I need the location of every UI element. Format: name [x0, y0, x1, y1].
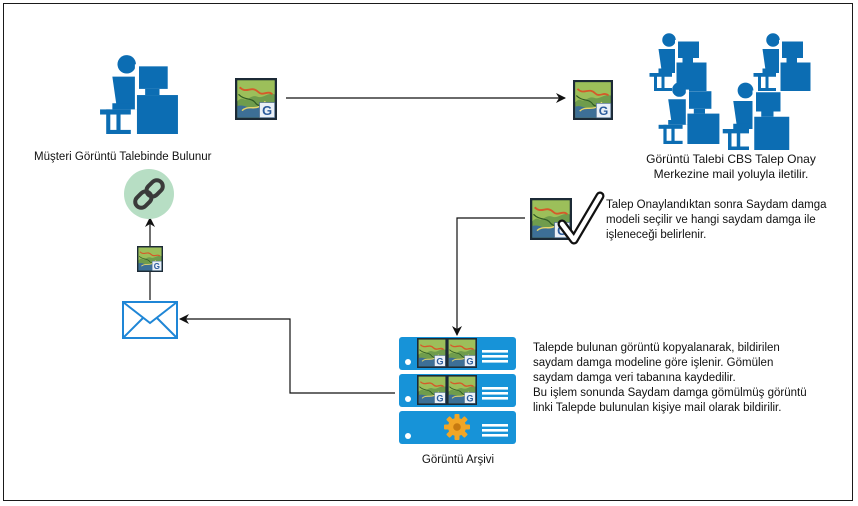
map-document-icon	[233, 78, 279, 120]
flow-arrows	[145, 93, 566, 394]
team-at-desks-icon	[649, 33, 811, 150]
map-document-icon	[571, 80, 615, 120]
processing-label: Talepde bulunan görüntü kopyalanarak, bi…	[533, 342, 807, 414]
watermark-selection-label: Talep Onaylandıktan sonra Saydam damga m…	[606, 199, 827, 241]
approval-center-label: Görüntü Talebi CBS Talep Onay Merkezine …	[646, 152, 816, 181]
server-stack	[399, 337, 516, 444]
map-document-icon	[136, 246, 164, 272]
customer-label: Müşteri Görüntü Talebinde Bulunur	[34, 151, 212, 163]
link-icon	[124, 169, 174, 219]
gear-icon	[444, 414, 470, 440]
envelope-icon	[122, 301, 178, 339]
approved-map-icon	[528, 191, 605, 245]
server-icon	[399, 337, 516, 370]
arrow-approval-to-archive	[452, 217, 525, 336]
server-icon	[399, 411, 516, 444]
server-icon	[399, 374, 516, 407]
arrow-archive-to-mail	[179, 314, 395, 394]
diagram-frame	[3, 3, 853, 501]
archive-label: Görüntü Arşivi	[421, 454, 495, 466]
user-at-desk-icon	[100, 55, 178, 135]
